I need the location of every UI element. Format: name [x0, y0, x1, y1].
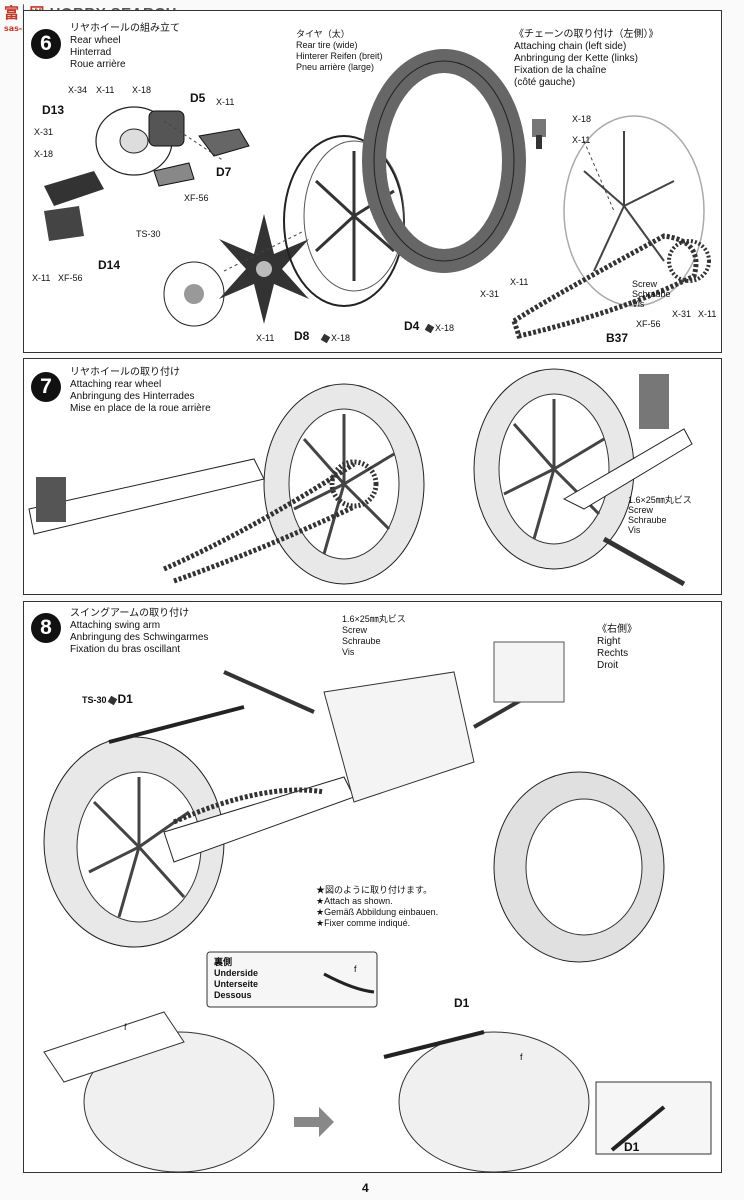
- part-d5: D5: [190, 91, 206, 105]
- label-x31: X-31: [672, 309, 692, 319]
- label-x34: X-34: [68, 85, 88, 95]
- label-xf56: XF-56: [636, 319, 661, 329]
- page-number: 4: [362, 1181, 369, 1195]
- label-x18: X-18: [132, 85, 152, 95]
- part-d13: D13: [42, 103, 65, 117]
- step6-illustration: [44, 49, 711, 339]
- step6-number: 6: [31, 29, 61, 59]
- label-x11: X-11: [698, 309, 717, 319]
- step7-number: 7: [31, 372, 61, 402]
- label-x11: X-11: [32, 273, 51, 283]
- label-f: f: [520, 1052, 523, 1062]
- label-x11: X-11: [96, 85, 115, 95]
- part-d1: D1: [454, 996, 470, 1010]
- label-x18: X-18: [572, 114, 592, 124]
- label-f: f: [354, 964, 357, 974]
- label-xf56: XF-56: [58, 273, 83, 283]
- label-x11: X-11: [216, 97, 235, 107]
- label-xf56: XF-56: [184, 193, 209, 203]
- step7-illustration: [28, 368, 693, 587]
- step6-chain-label: 《チェーンの取り付け（左側）》Attaching chain (left sid…: [514, 29, 659, 88]
- step8-number: 8: [31, 613, 61, 643]
- part-b37: B37: [606, 331, 629, 345]
- label-x11: X-11: [510, 277, 529, 287]
- part-d4: D4: [404, 319, 420, 333]
- label-x18: X-18: [424, 323, 454, 334]
- step6-tire-label: タイヤ（太）Rear tire (wide)Hinterer Reifen (b…: [296, 29, 383, 72]
- part-d7: D7: [216, 165, 232, 179]
- label-x11: X-11: [572, 135, 591, 145]
- part-d1: D1: [624, 1140, 640, 1154]
- label-x11: X-11: [256, 333, 275, 343]
- label-ts30: TS-30: [136, 229, 161, 239]
- step8-illustration: [43, 641, 712, 1173]
- label-x31: X-31: [480, 289, 500, 299]
- part-d14: D14: [98, 258, 121, 272]
- label-f: f: [124, 1022, 127, 1032]
- label-x18: X-18: [320, 333, 350, 344]
- label-x31: X-31: [34, 127, 54, 137]
- label-x18: X-18: [34, 149, 54, 159]
- part-d8: D8: [294, 329, 310, 343]
- step8-note: ★図のように取り付けます。★Attach as shown.★Gemäß Abb…: [316, 885, 439, 928]
